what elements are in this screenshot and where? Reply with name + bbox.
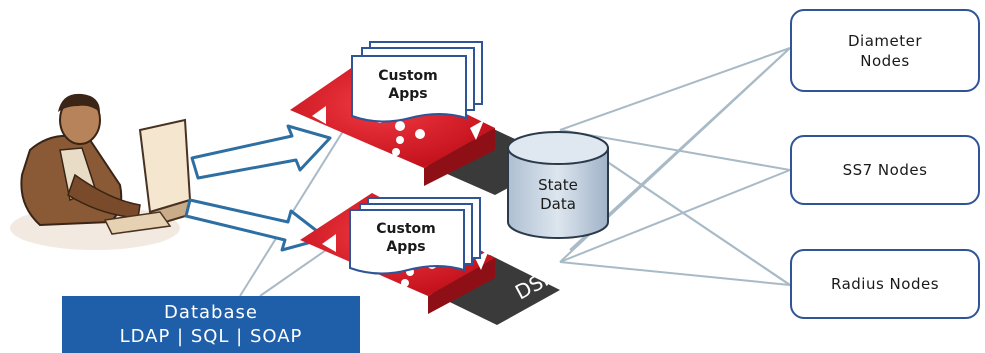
custom-apps-bottom: Custom Apps (349, 197, 481, 275)
state-data-line1: State (538, 176, 578, 194)
state-data-cylinder: State Data (507, 131, 609, 239)
diameter-nodes-box: Diameter Nodes (790, 9, 980, 92)
user-at-computer-icon (10, 93, 194, 250)
custom-apps-bottom-line2: Apps (386, 239, 425, 255)
ss7-nodes-box: SS7 Nodes (790, 135, 980, 205)
custom-apps-top-line2: Apps (388, 86, 427, 102)
database-protocols: LDAP | SQL | SOAP (119, 325, 303, 347)
input-arrows (184, 124, 332, 252)
arrow-to-bottom-dsr (184, 198, 328, 252)
custom-apps-top: Custom Apps (351, 41, 483, 123)
custom-apps-top-line1: Custom (378, 68, 437, 84)
custom-apps-bottom-line1: Custom (376, 221, 435, 237)
state-data-line2: Data (540, 195, 576, 213)
radius-nodes-box: Radius Nodes (790, 249, 980, 319)
database-box: Database LDAP | SQL | SOAP (62, 296, 360, 353)
database-title: Database (164, 301, 258, 323)
arrow-to-top-dsr (190, 124, 332, 180)
